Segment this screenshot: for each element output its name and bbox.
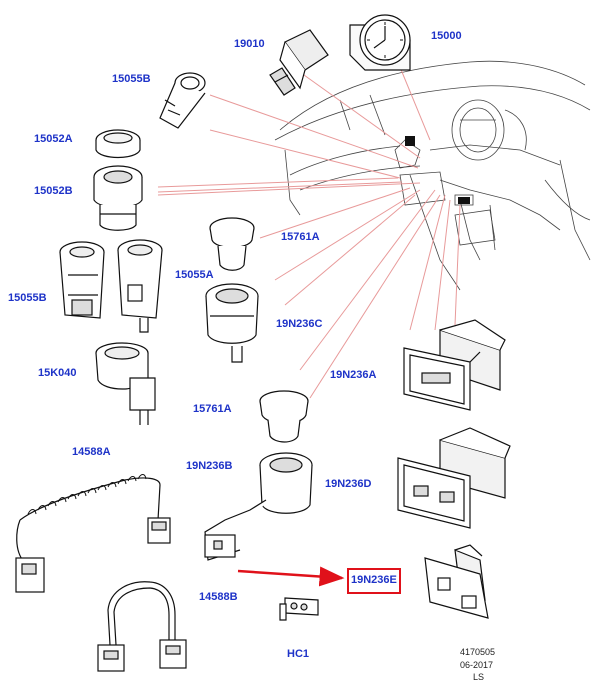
socket-body-icon-top: [159, 72, 206, 129]
socket-cap-icon-mid: [259, 390, 309, 443]
usb-module-icon-e: [424, 544, 489, 619]
usb-socket-icon-c: [205, 283, 259, 363]
coiled-cable-icon: [15, 474, 171, 593]
part-label-15055b-top: 15055B: [112, 73, 151, 85]
usb-socket-icon-b: [204, 452, 313, 561]
drawing-number: 4170505: [460, 647, 496, 657]
lighter-part-icon: [93, 165, 143, 231]
highlight-arrow: [237, 566, 345, 587]
cable-icon: [97, 581, 187, 672]
dash-clock-marker: [405, 136, 415, 146]
part-label-19010: 19010: [234, 38, 265, 50]
part-label-15761a-mid: 15761A: [193, 403, 232, 415]
part-label-19n236a: 19N236A: [330, 369, 377, 381]
part-label-15052a: 15052A: [34, 133, 73, 145]
socket-body-icon-right: [117, 239, 163, 333]
part-label-14588b: 14588B: [199, 591, 238, 603]
part-label-15k040: 15K040: [38, 367, 77, 379]
part-label-15052b: 15052B: [34, 185, 73, 197]
highlight-box: [347, 568, 401, 594]
part-label-15761a-top: 15761A: [281, 231, 320, 243]
socket-housing-icon: [95, 342, 156, 425]
part-label-14588a: 14588A: [72, 446, 111, 458]
part-label-15055b-mid: 15055B: [8, 292, 47, 304]
part-label-19n236d: 19N236D: [325, 478, 372, 490]
usb-module-icon-d: [397, 427, 511, 529]
part-label-19n236c: 19N236C: [276, 318, 323, 330]
leader-lines: [157, 54, 461, 399]
part-label-19n236b: 19N236B: [186, 460, 233, 472]
hc1-connector-icon: [279, 597, 319, 621]
usb-module-icon-a: [403, 319, 506, 411]
part-label-hc1: HC1: [287, 648, 310, 660]
socket-body-icon-left: [59, 241, 105, 319]
clock-part-icon: [349, 14, 411, 71]
dashboard-illustration: [274, 60, 591, 291]
drawing-date: 06-2017: [460, 660, 494, 670]
switch-part-icon: [269, 29, 329, 96]
socket-cap-icon-top: [209, 217, 255, 271]
cap-part-icon: [95, 129, 141, 159]
part-label-19n236e: 19N236E: [351, 574, 397, 586]
part-label-15055a: 15055A: [175, 269, 214, 281]
drawing-code: LS: [473, 672, 485, 682]
part-label-15000: 15000: [431, 30, 462, 42]
dash-socket-marker: [458, 197, 470, 204]
